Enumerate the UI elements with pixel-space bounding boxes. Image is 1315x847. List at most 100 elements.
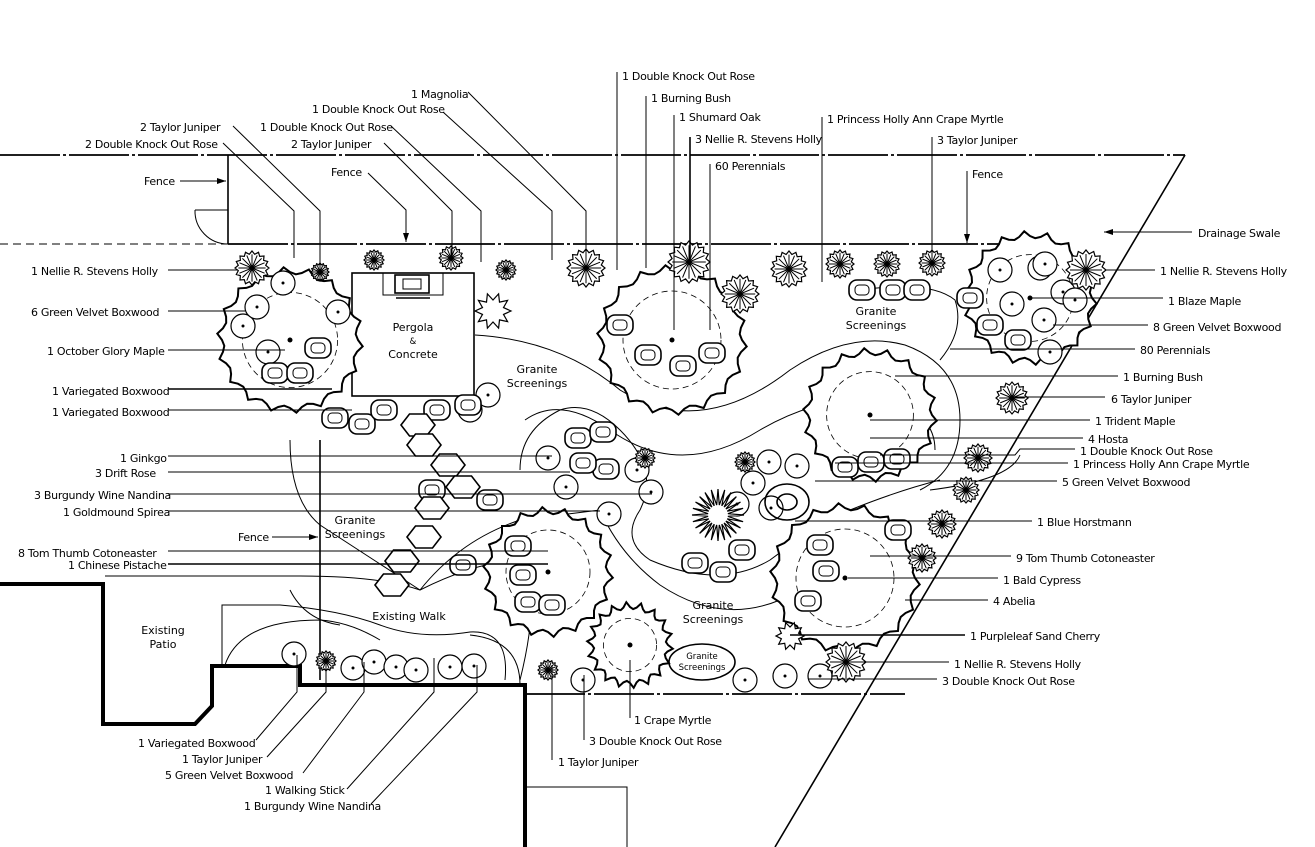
bottom-callouts: 1 Variegated Boxwood 1 Taylor Juniper 5 …	[138, 655, 723, 813]
right-label-9: 1 Double Knock Out Rose	[1080, 445, 1213, 458]
shrub-center	[998, 268, 1002, 272]
stepping-stone	[383, 549, 421, 573]
juniper-spoke	[839, 259, 851, 265]
juniper-spoke	[913, 557, 923, 567]
canopy-dripline	[622, 290, 722, 390]
perennial-inner	[715, 566, 731, 578]
burning-bush-symbol	[473, 292, 513, 330]
top-leader-5	[383, 142, 453, 258]
juniper-spoke	[644, 451, 652, 459]
juniper-spoke	[673, 255, 690, 263]
juniper-spoke	[547, 669, 555, 677]
perennial-group	[504, 535, 532, 557]
juniper-spoke	[450, 257, 461, 263]
juniper-spoke	[1074, 258, 1087, 271]
perennial-group	[261, 362, 289, 384]
juniper-spoke	[547, 663, 555, 671]
juniper-spoke	[931, 258, 942, 264]
stepping-stone	[429, 453, 467, 477]
shrub-center	[1061, 290, 1065, 294]
fence-arrow-1	[217, 178, 226, 184]
shrub-center	[472, 664, 476, 668]
perennial-inner	[460, 399, 476, 411]
juniper-spoke	[373, 256, 382, 261]
shrub-center	[281, 281, 285, 285]
left-label-1: 6 Green Velvet Boxwood	[31, 306, 159, 319]
planting-perennials	[261, 279, 1032, 616]
shrub-center	[448, 665, 452, 669]
perennial-inner	[327, 412, 343, 424]
granite-label-3a: Granite	[335, 514, 376, 527]
juniper-spoke	[921, 557, 933, 563]
shrub-center	[607, 512, 611, 516]
juniper-spoke	[547, 669, 552, 678]
juniper-spoke	[1002, 388, 1013, 399]
juniper-spoke	[882, 254, 888, 265]
juniper-spoke	[367, 253, 375, 261]
top-label-double-knock-out-rose-c: 1 Double Knock Out Rose	[622, 70, 755, 83]
juniper-spoke	[325, 653, 330, 662]
right-label-5: 1 Burning Bush	[1123, 371, 1203, 384]
juniper-spoke	[882, 263, 888, 274]
right-label-1: 1 Nellie R. Stevens Holly	[1160, 265, 1288, 278]
perennial-inner	[863, 456, 879, 468]
walk-arc-2	[289, 589, 341, 626]
juniper-spoke	[886, 263, 897, 269]
juniper-spoke	[1011, 385, 1018, 399]
right-label-18: 3 Double Knock Out Rose	[942, 675, 1075, 688]
juniper-spoke	[325, 660, 334, 665]
juniper-spoke	[1002, 397, 1013, 408]
top-label-taylor-juniper-b: 2 Taylor Juniper	[291, 138, 372, 151]
fence-arrow-4	[309, 534, 318, 540]
bottom-label-0: 1 Variegated Boxwood	[138, 737, 255, 750]
juniper-spoke	[965, 482, 974, 491]
perennial-inner	[424, 484, 440, 496]
juniper-spoke	[829, 263, 841, 269]
perennial-group	[423, 399, 451, 421]
juniper-spoke	[322, 660, 327, 669]
juniper-spoke	[505, 262, 510, 271]
juniper-spoke	[877, 259, 888, 265]
juniper-spoke	[739, 293, 752, 306]
juniper-spoke	[839, 263, 851, 269]
juniper-spoke	[644, 457, 653, 462]
juniper-spoke	[370, 252, 375, 261]
top-leader-3	[442, 111, 553, 260]
juniper-spoke	[688, 261, 705, 269]
granite-label-4a: Granite	[693, 599, 734, 612]
granite-label-5a: Granite	[686, 652, 718, 662]
juniper-spoke	[788, 255, 795, 270]
juniper-spoke	[319, 660, 327, 668]
perennial-inner	[889, 453, 905, 465]
juniper-spoke	[965, 489, 976, 495]
juniper-spoke	[931, 519, 943, 525]
juniper-spoke	[839, 263, 849, 273]
gate-swing	[194, 209, 229, 245]
pergola	[351, 272, 475, 397]
perennial-group	[370, 399, 398, 421]
granite-label-2b: Screenings	[846, 319, 907, 332]
bottom-leader-0	[255, 655, 298, 741]
juniper-spoke	[879, 263, 888, 272]
top-label-princess-crape-myrtle: 1 Princess Holly Ann Crape Myrtle	[827, 113, 1004, 126]
juniper-spoke	[933, 515, 943, 525]
juniper-spoke	[999, 392, 1013, 399]
juniper-spoke	[941, 523, 951, 533]
top-label-taylor-juniper-3: 3 Taylor Juniper	[937, 134, 1018, 147]
fence-label-4: Fence	[238, 531, 269, 544]
juniper-spoke	[831, 255, 841, 265]
juniper-spoke	[977, 453, 989, 459]
juniper-spoke	[941, 519, 953, 525]
juniper-spoke	[251, 262, 265, 269]
juniper-spoke	[502, 269, 507, 278]
perennial-inner	[885, 284, 901, 296]
juniper-spoke	[834, 661, 847, 674]
fence-label-1: Fence	[144, 175, 175, 188]
juniper-spoke	[585, 261, 601, 269]
juniper-spoke	[941, 515, 951, 525]
perennial-group	[449, 554, 477, 576]
bottom-label-1: 1 Taylor Juniper	[182, 753, 263, 766]
juniper-spoke	[1006, 397, 1013, 411]
juniper-spoke	[744, 461, 753, 466]
juniper-spoke	[931, 262, 937, 273]
